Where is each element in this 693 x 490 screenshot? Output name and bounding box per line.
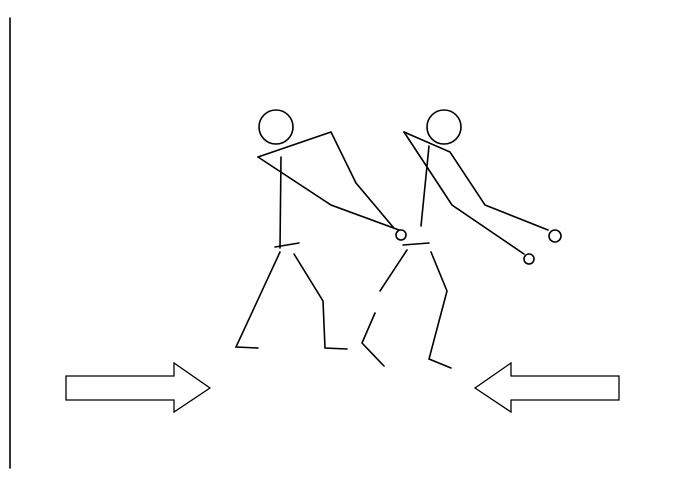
- right-figure-body: [420, 145, 430, 227]
- left-figure-hip: [274, 242, 300, 248]
- right-figure-club-head-far: [548, 229, 562, 243]
- left-figure-leg-left: [234, 251, 281, 349]
- right-figure-arm-front: [403, 131, 525, 255]
- stick-figure-right: [361, 109, 562, 369]
- left-figure-arm-front: [257, 156, 400, 231]
- right-figure-leg-left: [379, 249, 408, 292]
- right-figure-club-head-near: [523, 253, 535, 265]
- stick-figure-left: [234, 109, 407, 350]
- left-figure-arm-back: [257, 131, 394, 228]
- arrow-right: [473, 361, 620, 414]
- right-figure-leg-right: [428, 251, 452, 369]
- left-figure-leg-right: [293, 253, 348, 350]
- right-figure-leg-left-lower: [361, 312, 385, 367]
- left-figure-head: [258, 109, 294, 145]
- right-figure-hip: [402, 242, 430, 246]
- right-figure-head: [426, 109, 462, 145]
- arrow-left: [65, 361, 212, 414]
- left-figure-club-head: [395, 229, 407, 241]
- right-figure-arm-back: [403, 131, 549, 231]
